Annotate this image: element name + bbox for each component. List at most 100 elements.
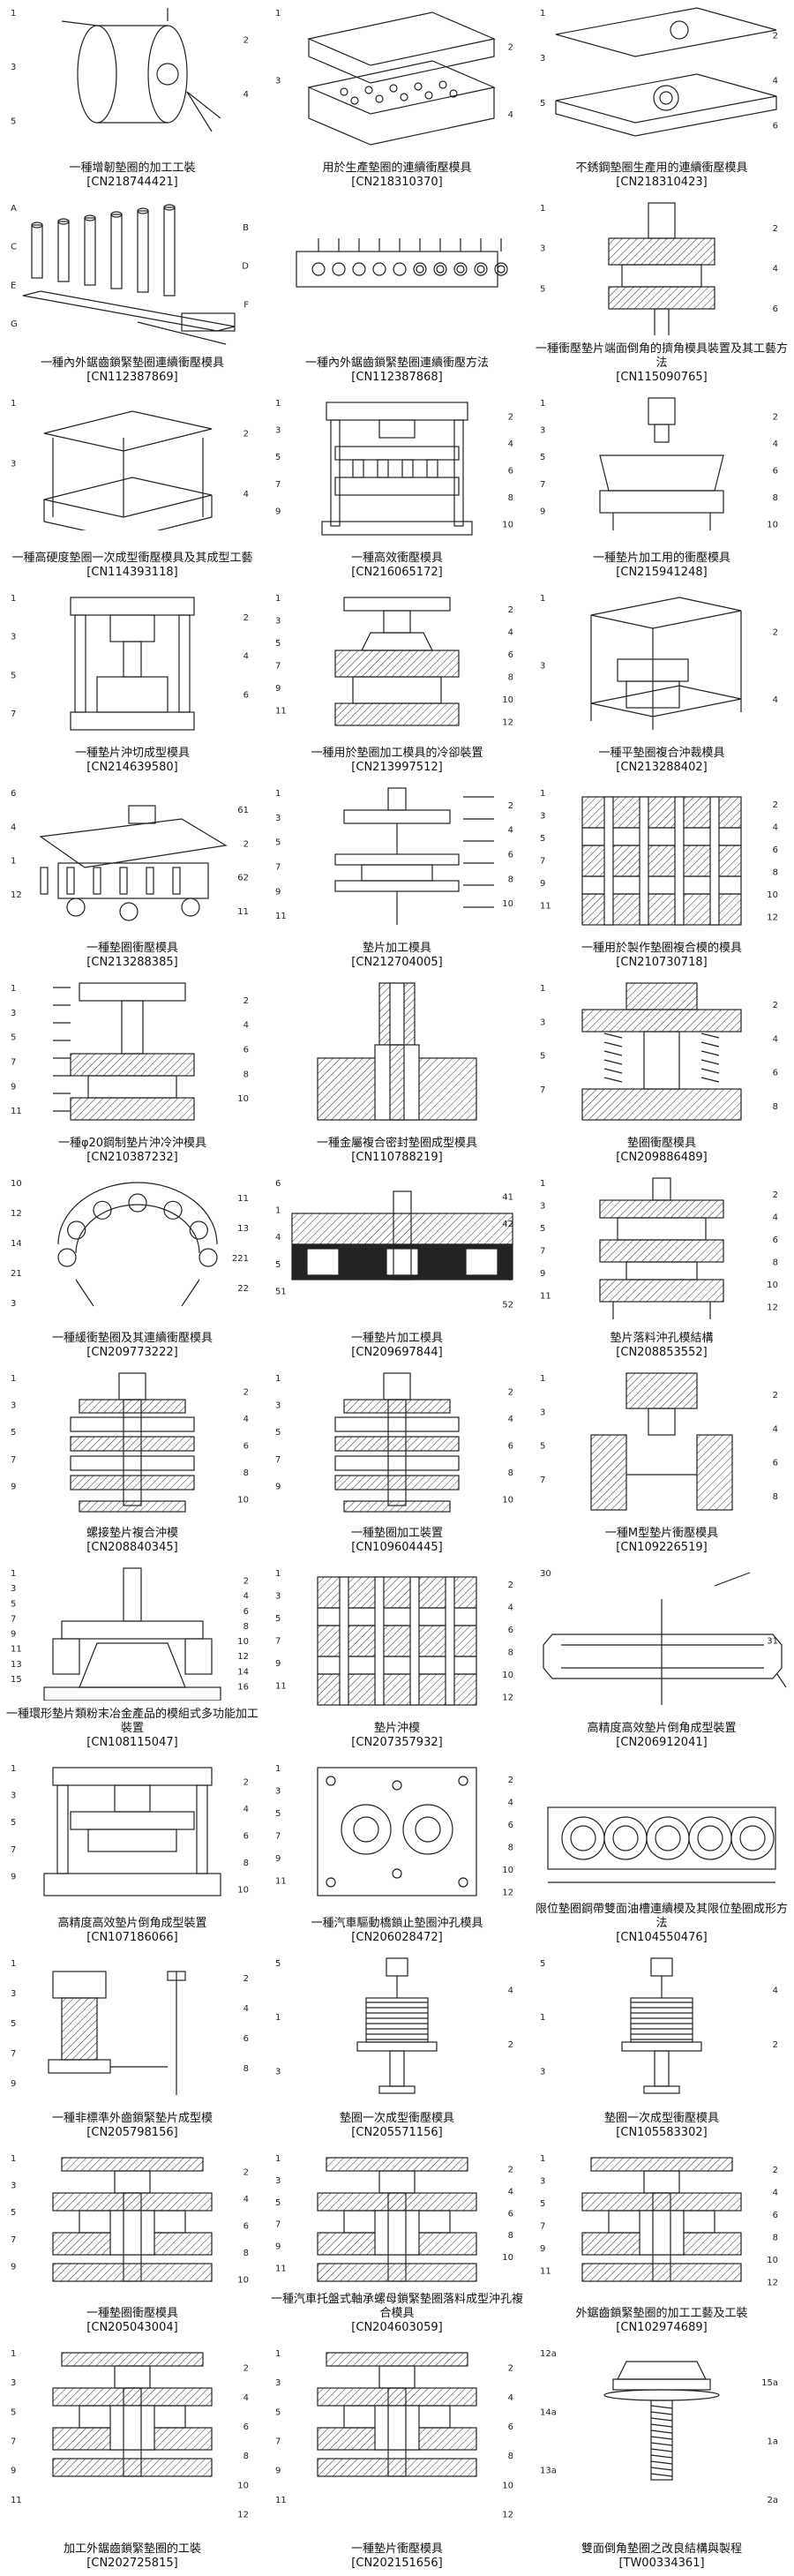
patent-caption: 螺接墊片複合沖模[CN208840345] — [4, 1527, 261, 1555]
patent-number[interactable]: [CN114393118] — [86, 566, 178, 579]
patent-number[interactable]: [CN202725815] — [86, 2557, 178, 2570]
patent-number[interactable]: [CN208840345] — [86, 1541, 178, 1554]
patent-number[interactable]: [CN212704005] — [351, 956, 443, 969]
patent-number[interactable]: [CN105583302] — [616, 2126, 708, 2139]
part-label: 10 — [502, 899, 513, 909]
patent-number[interactable]: [CN216065172] — [351, 566, 443, 579]
patent-number[interactable]: [CN209886489] — [616, 1151, 708, 1164]
patent-number[interactable]: [CN214639580] — [86, 761, 178, 774]
patent-number[interactable]: [CN205043004] — [86, 2321, 178, 2334]
patent-caption: 一種墊圈加工裝置[CN109604445] — [268, 1527, 526, 1555]
patent-number[interactable]: [CN104550476] — [616, 1931, 708, 1944]
patent-number[interactable]: [CN107186066] — [86, 1931, 178, 1944]
part-label: 2 — [243, 1577, 249, 1587]
patent-title: 墊片沖模 — [373, 1722, 420, 1735]
patent-number[interactable]: [CN206028472] — [351, 1931, 443, 1944]
patent-number[interactable]: [CN112387868] — [351, 371, 443, 384]
part-label: 8 — [243, 1859, 249, 1868]
patent-number[interactable]: [CN108115047] — [86, 1736, 178, 1749]
patent-number[interactable]: [CN202151656] — [351, 2557, 443, 2570]
patent-number[interactable]: [CN207357932] — [351, 1736, 443, 1749]
patent-number[interactable]: [CN109604445] — [351, 1541, 443, 1554]
patent-card[interactable]: 一種金屬複合密封墊圈成型模具[CN110788219] — [265, 975, 529, 1170]
patent-number[interactable]: [CN218310423] — [616, 176, 708, 189]
patent-number[interactable]: [CN213288402] — [616, 761, 708, 774]
patent-number[interactable]: [TW00334361] — [618, 2557, 705, 2570]
patent-title: 一種用於墊圈加工模具的冷卻裝置 — [311, 747, 483, 760]
patent-card[interactable]: 限位墊圈鋼帶雙面油槽連續模及其限位墊圈成形方法[CN104550476] — [529, 1755, 794, 1950]
patent-number[interactable]: [CN218310370] — [351, 176, 443, 189]
patent-number[interactable]: [CN218744421] — [86, 176, 178, 189]
patent-number[interactable]: [CN205571156] — [351, 2126, 443, 2139]
part-label: 3 — [11, 633, 16, 642]
part-label: 12 — [502, 1693, 513, 1702]
part-label: 1 — [275, 1206, 281, 1216]
part-label: 5 — [540, 1442, 545, 1452]
patent-number[interactable]: [CN110788219] — [351, 1151, 443, 1164]
part-label: 6 — [773, 845, 778, 855]
patent-number[interactable]: [CN208853552] — [616, 1346, 708, 1359]
patent-number[interactable]: [CN204603059] — [351, 2321, 443, 2334]
patent-number[interactable]: [CN213997512] — [351, 761, 443, 774]
part-label: 4 — [243, 2195, 249, 2204]
patent-number[interactable]: [CN215941248] — [616, 566, 708, 579]
patent-number[interactable]: [CN209697844] — [351, 1346, 443, 1359]
part-label: 4 — [508, 1415, 513, 1424]
patent-number[interactable]: [CN209773222] — [86, 1346, 178, 1359]
part-label: 2 — [243, 996, 249, 1006]
patent-number[interactable]: [CN213288385] — [86, 956, 178, 969]
patent-number[interactable]: [CN210387232] — [86, 1151, 178, 1164]
patent-number[interactable]: [CN115090765] — [616, 371, 708, 384]
patent-number[interactable]: [CN206912041] — [616, 1736, 708, 1749]
part-label: 30 — [540, 1569, 551, 1579]
patent-number[interactable]: [CN210730718] — [616, 956, 708, 969]
patent-number[interactable]: [CN109226519] — [616, 1541, 708, 1554]
part-label: 53 — [502, 1247, 513, 1257]
patent-number[interactable]: [CN102974689] — [616, 2321, 708, 2334]
part-label: 9 — [11, 1482, 16, 1491]
part-label: 4 — [243, 2393, 249, 2403]
patent-title: 一種墊片加工模具 — [350, 1332, 443, 1345]
patent-number[interactable]: [CN112387869] — [86, 371, 178, 384]
patent-number[interactable]: [CN205798156] — [86, 2126, 178, 2139]
part-label: 3 — [540, 244, 545, 254]
patent-card[interactable]: 一種內外鋸齒鎖緊墊圈連續衝壓方法[CN112387868] — [265, 195, 529, 390]
